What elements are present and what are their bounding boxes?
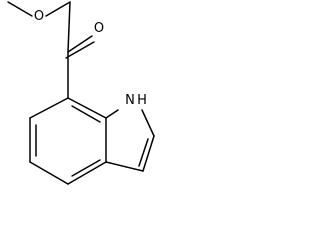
bond-carbonyl-double (65, 35, 95, 59)
bond-pyrrole-ring (105, 109, 155, 172)
bond-methyl-ester-oxygen (7, 1, 33, 17)
bond-benzene-ring (29, 97, 107, 185)
atom-label-carbonyl-oxygen: O (94, 21, 104, 36)
bond-pyrrole-inner-double (138, 138, 149, 167)
bond-ester-oxygen-carbonyl-carbon (45, 1, 71, 53)
molecule-structure-diagram: O O N H (7, 1, 155, 185)
atom-label-ester-oxygen: O (34, 9, 44, 24)
bond-benzene-inner-doubles (35, 105, 101, 177)
atom-label-nitrogen-hydrogen: H (137, 93, 147, 108)
atom-label-indole-nitrogen: N (125, 93, 135, 108)
